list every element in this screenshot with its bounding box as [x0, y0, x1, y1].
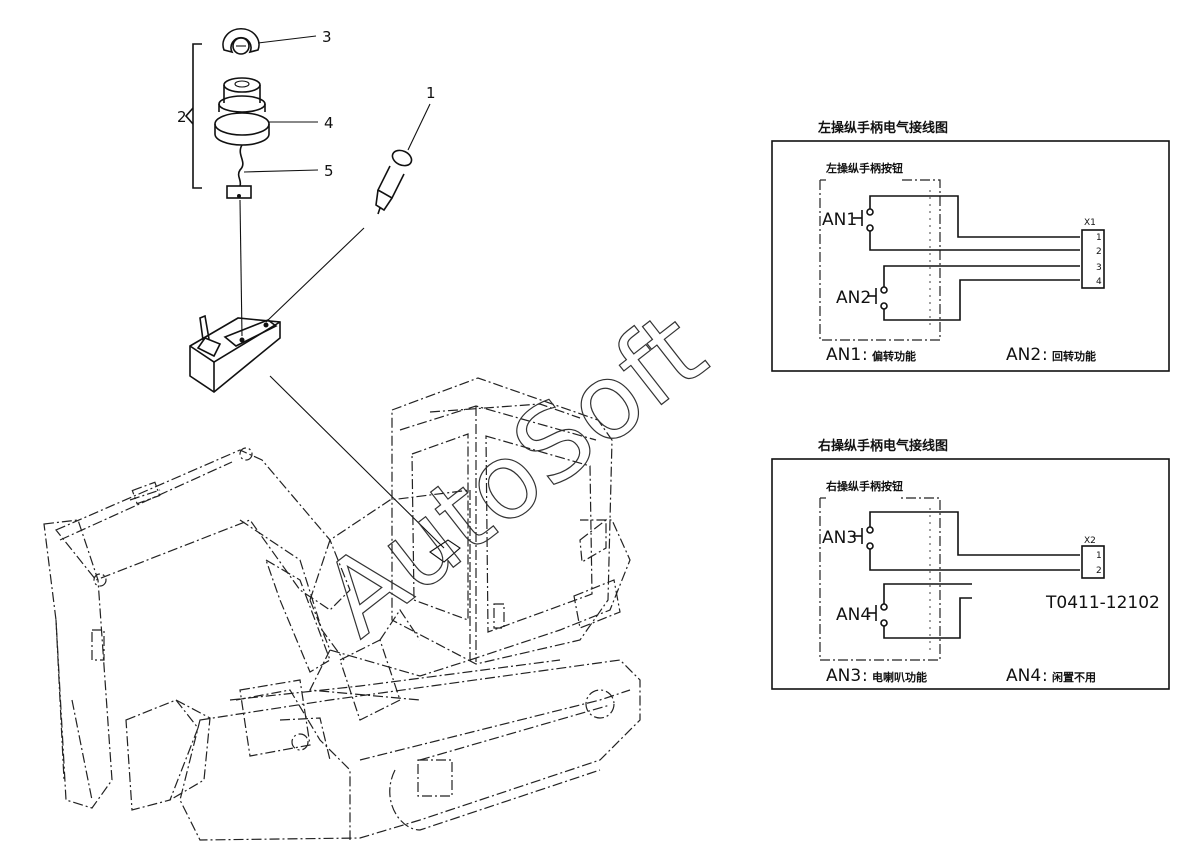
connector-plug-icon — [226, 144, 252, 199]
left-diagram-title: 左操纵手柄电气接线图 — [818, 120, 948, 136]
legend-an2-code: AN2 — [1006, 345, 1041, 365]
x1-pin-2: 2 — [1096, 247, 1102, 257]
x2-pin-1: 1 — [1096, 551, 1102, 561]
callout-4: 4 — [324, 114, 334, 132]
legend-an1-code: AN1 — [826, 345, 861, 365]
connector-x1-label: X1 — [1084, 218, 1096, 228]
ignition-cap-icon — [222, 27, 260, 55]
svg-text::: : — [862, 666, 868, 686]
right-diagram-title: 右操纵手柄电气接线图 — [817, 438, 948, 454]
left-group-label: 左操纵手柄按钮 — [825, 161, 903, 175]
svg-text::: : — [1042, 345, 1048, 365]
right-diagram-frame — [771, 458, 1170, 690]
callout-5: 5 — [324, 162, 334, 180]
legend-an1-desc: 偏转功能 — [872, 349, 916, 363]
svg-text::: : — [1042, 666, 1048, 686]
left-diagram-frame — [771, 140, 1170, 372]
legend-an2-desc: 回转功能 — [1052, 349, 1096, 363]
watermark: AutoSoft — [300, 289, 727, 660]
connector-x2 — [1081, 545, 1105, 579]
connector-x2-label: X2 — [1084, 536, 1096, 546]
ignition-assembly: 2 3 4 5 — [177, 27, 334, 199]
legend-an3-code: AN3 — [826, 666, 861, 686]
joystick-handle-icon — [189, 199, 445, 549]
right-wiring-diagram: 右操纵手柄电气接线图 右操纵手柄按钮 AN3 AN4 X2 1 2 T0411-… — [771, 438, 1170, 690]
button-an4: AN4 — [836, 605, 871, 625]
x1-pin-3: 3 — [1096, 263, 1102, 273]
connector-x1 — [1081, 229, 1105, 289]
legend-an3-desc: 电喇叭功能 — [872, 670, 927, 684]
button-an2: AN2 — [836, 288, 871, 308]
x1-pin-4: 4 — [1096, 277, 1102, 287]
left-wiring-diagram: 左操纵手柄电气接线图 左操纵手柄按钮 AN1 AN2 X1 1 2 3 4 AN… — [771, 120, 1170, 372]
button-an1: AN1 — [822, 210, 857, 230]
excavator-icon — [43, 377, 641, 841]
callout-2: 2 — [177, 108, 187, 126]
legend-an4-code: AN4 — [1006, 666, 1041, 686]
x2-pin-2: 2 — [1096, 566, 1102, 576]
button-an3: AN3 — [822, 528, 857, 548]
callout-1: 1 — [426, 84, 436, 102]
svg-text::: : — [862, 345, 868, 365]
callout-3: 3 — [322, 28, 332, 46]
legend-an4-desc: 闲置不用 — [1052, 670, 1096, 684]
push-button-icon: 1 — [375, 84, 436, 215]
right-group-label: 右操纵手柄按钮 — [825, 479, 903, 493]
x1-pin-1: 1 — [1096, 233, 1102, 243]
ignition-switch-icon — [214, 77, 270, 146]
part-number: T0411-12102 — [1045, 593, 1160, 613]
